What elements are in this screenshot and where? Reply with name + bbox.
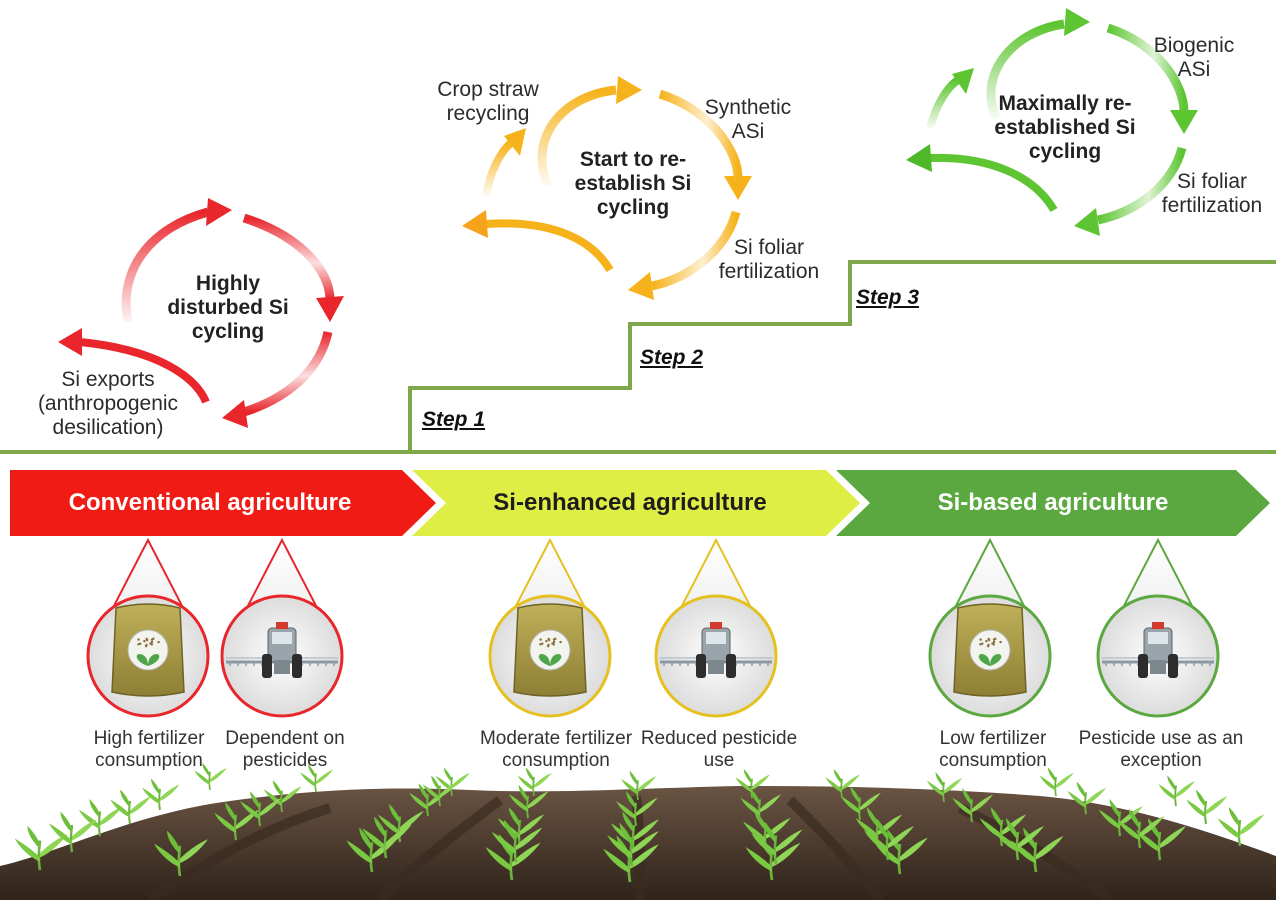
crop-rows <box>14 762 1265 883</box>
crop-seedling <box>616 791 658 827</box>
crop-seedling <box>194 762 227 791</box>
soil-field <box>0 786 1276 900</box>
crop-seedling <box>110 789 152 825</box>
step-2-label: Step 2 <box>640 346 704 369</box>
stair-line <box>0 260 1276 454</box>
crop-seedling <box>362 816 412 859</box>
crop-seedling <box>154 830 209 877</box>
banner-conventional <box>10 470 436 536</box>
practice-icons <box>86 537 1220 718</box>
label-si-foliar-2: Si foliar fertilization <box>718 236 820 283</box>
crop-seedling <box>735 769 770 799</box>
step-3-label: Step 3 <box>856 286 920 309</box>
cycle-yellow-arrows <box>462 76 752 300</box>
crop-seedling <box>1158 775 1195 807</box>
crop-seedling <box>751 821 803 865</box>
crop-seedling <box>300 764 334 793</box>
step-1-label: Step 1 <box>422 408 486 431</box>
crop-seedling <box>491 819 543 863</box>
crop-seedling <box>78 799 123 837</box>
crop-seedling <box>142 778 180 811</box>
label-biogenic-asi: Biogenic ASi <box>1153 34 1235 81</box>
crop-seedling <box>1186 789 1228 825</box>
crop-seedling <box>240 791 282 827</box>
crop-seedling <box>840 786 881 821</box>
practice-caption-5: Pesticide use as an exception <box>1078 728 1244 771</box>
practice-caption-2: Moderate fertilizer consumption <box>479 728 633 771</box>
crop-seedling <box>14 825 68 871</box>
crop-seedling <box>48 811 97 853</box>
cycle-title-disturbed: Highly disturbed Si cycling <box>167 272 289 343</box>
practice-0-fertilizer-bag-icon <box>86 537 210 718</box>
banner-si-based <box>836 470 1270 536</box>
crop-seedling <box>825 769 860 799</box>
banner-label-si-based: Si-based agriculture <box>937 489 1169 516</box>
crop-seedling <box>952 787 994 823</box>
practice-5-tractor-sprayer-icon <box>1096 537 1220 718</box>
crop-seedling <box>517 767 552 797</box>
cycle-title-maximal: Maximally re-established Si cycling <box>994 92 1136 163</box>
cycle-title-start: Start to re-establish Si cycling <box>574 148 692 219</box>
practice-caption-4: Low fertilizer consumption <box>939 728 1047 771</box>
practice-2-fertilizer-bag-icon <box>488 537 612 718</box>
crop-seedling <box>994 818 1044 861</box>
label-si-foliar-3: Si foliar fertilization <box>1161 170 1263 217</box>
crop-seedling <box>740 787 782 823</box>
banner-label-si-enhanced: Si-enhanced agriculture <box>493 489 767 516</box>
crop-seedling <box>378 803 424 843</box>
crop-seedling <box>422 775 459 807</box>
label-si-exports: Si exports (anthropogenic desilication) <box>37 368 179 439</box>
crop-seedling <box>926 772 963 803</box>
crop-seedling <box>1067 781 1107 815</box>
practice-4-fertilizer-bag-icon <box>928 537 1052 718</box>
crop-seedling <box>509 784 549 819</box>
crop-seedling <box>1117 808 1165 849</box>
label-crop-straw: Crop straw recycling <box>437 78 539 125</box>
cycle-red-arrows <box>58 198 344 428</box>
crop-seedling <box>607 822 659 867</box>
practice-3-tractor-sprayer-icon <box>654 537 778 718</box>
practice-1-tractor-sprayer-icon <box>220 537 344 718</box>
crop-seedling <box>621 770 657 801</box>
cycle-green-arrows <box>906 8 1198 236</box>
banner-label-conventional: Conventional agriculture <box>68 489 352 516</box>
practice-caption-3: Reduced pesticide use <box>640 728 798 771</box>
practice-caption-1: Dependent on pesticides <box>225 728 345 771</box>
crop-seedling <box>1217 806 1265 847</box>
practice-caption-0: High fertilizer consumption <box>93 728 205 771</box>
label-synthetic-asi: Synthetic ASi <box>704 96 792 143</box>
crop-seedling <box>864 818 914 861</box>
banner-si-enhanced <box>412 470 860 536</box>
crop-seedling <box>1039 767 1074 797</box>
